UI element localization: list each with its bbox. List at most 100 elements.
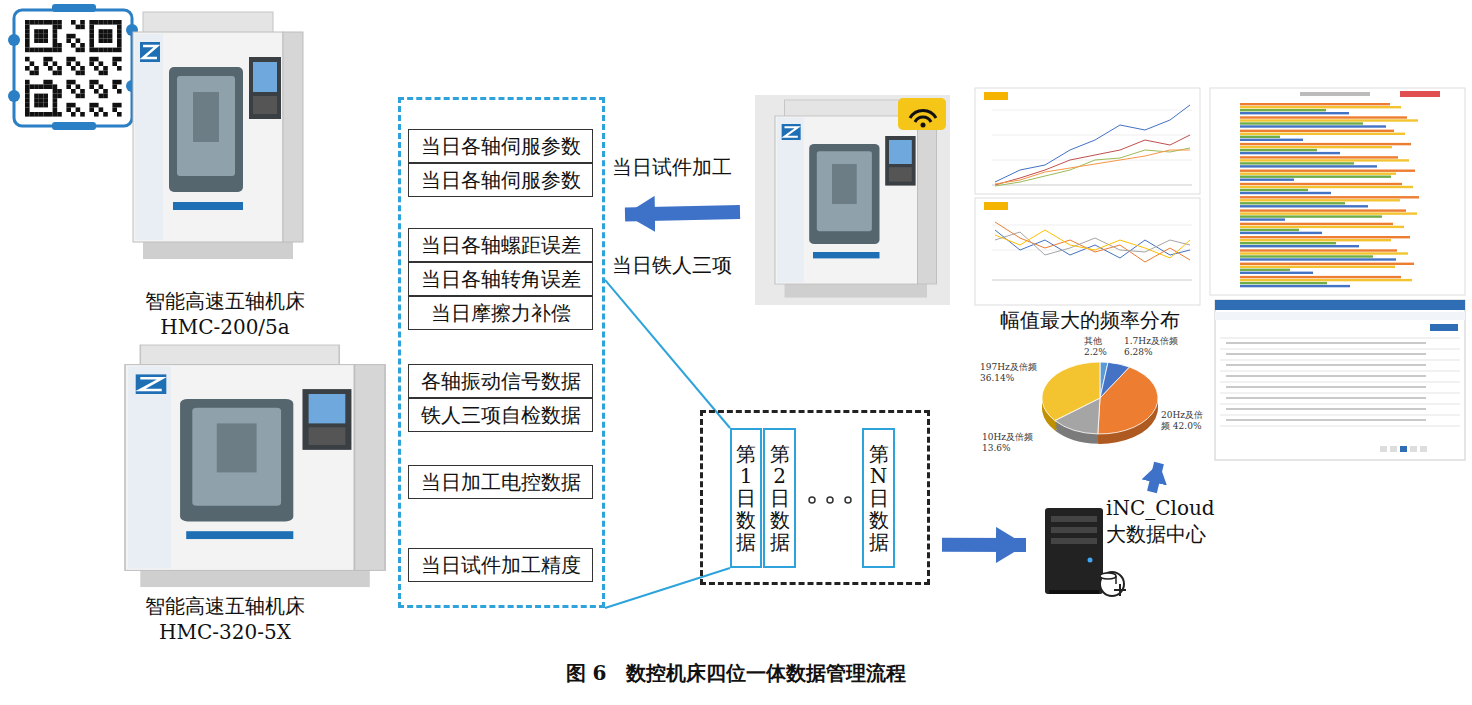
- label-slot: 1.7Hz及倍频 6.28%: [1124, 336, 1180, 358]
- data-box: 当日摩擦力补偿: [408, 296, 593, 330]
- qr-cell: [66, 80, 71, 85]
- qr-cell: [76, 107, 81, 112]
- qr-cell: [43, 57, 48, 62]
- qr-code: [8, 4, 138, 130]
- qr-cell: [99, 94, 104, 99]
- qr-cell: [30, 84, 35, 89]
- qr-cell: [34, 94, 39, 99]
- server-icon: [1088, 558, 1093, 563]
- bar: [1240, 249, 1397, 251]
- day-label: 第N日数据: [869, 443, 889, 553]
- table-cell: [1226, 364, 1426, 366]
- box-label: 当日各轴转角误差: [421, 267, 581, 291]
- line-chart: [995, 135, 1190, 185]
- table-cell: [1226, 397, 1426, 399]
- qr-cell: [43, 112, 48, 117]
- bar: [1240, 239, 1391, 241]
- qr-cell: [108, 34, 113, 39]
- qr-code: [14, 10, 132, 126]
- qr-cell: [117, 38, 122, 43]
- slice-label: 10Hz及倍频 13.6%: [982, 432, 1038, 454]
- qr-cell: [89, 29, 94, 34]
- qr-cell: [71, 80, 76, 85]
- bar: [1240, 205, 1368, 207]
- data-box: 当日各轴伺服参数: [408, 163, 593, 197]
- pie-slice: [1098, 367, 1158, 434]
- flow-label: 当日试件加工: [612, 155, 752, 179]
- data-box: 当日各轴螺距误差: [408, 228, 593, 262]
- qr-cell: [48, 80, 53, 85]
- line-chart: [992, 185, 1192, 186]
- label-slot: 其他 2.2%: [1084, 336, 1114, 358]
- machine-label: 智能高速五轴机床 HMC-320-5X: [135, 593, 315, 645]
- qr-cell: [53, 43, 58, 48]
- qr-cell: [112, 20, 117, 25]
- qr-cell: [34, 84, 39, 89]
- bar: [1240, 199, 1400, 201]
- table-row: [1220, 338, 1460, 339]
- qr-cell: [89, 20, 94, 25]
- qr-cell: [117, 20, 122, 25]
- line-chart: [984, 202, 1008, 210]
- qr-cell: [53, 112, 58, 117]
- table-screenshot: [1215, 300, 1465, 460]
- qr-cell: [117, 43, 122, 48]
- data-box: 当日试件加工精度: [408, 548, 593, 582]
- qr-cell: [39, 48, 44, 53]
- qr-cell: [99, 84, 104, 89]
- data-box: 当日各轴伺服参数: [408, 129, 593, 163]
- table-row: [1220, 371, 1460, 372]
- qr-cell: [80, 66, 85, 71]
- qr-cell: [89, 80, 94, 85]
- bar: [1240, 189, 1308, 191]
- qr-cell: [57, 20, 62, 25]
- box-label: 当日加工电控数据: [421, 470, 581, 494]
- qr-cell: [94, 80, 99, 85]
- bar: [1240, 215, 1382, 217]
- qr-cell: [94, 66, 99, 71]
- qr-cell: [89, 61, 94, 66]
- pie-slice: [1042, 362, 1100, 421]
- day-label: 第2日数据: [770, 443, 790, 553]
- qr-cell: [25, 98, 30, 103]
- pager: [1420, 446, 1427, 452]
- bar: [1240, 179, 1294, 181]
- qr-cell: [94, 48, 99, 53]
- bar: [1240, 285, 1350, 287]
- qr-cell: [89, 38, 94, 43]
- qr-cell: [99, 34, 104, 39]
- qr-cell: [34, 20, 39, 25]
- bar-chart: [1300, 92, 1370, 96]
- line-chart: [995, 232, 1190, 255]
- qr-cell: [76, 71, 81, 76]
- flow-arrow: [625, 212, 740, 215]
- qr-cell: [103, 112, 108, 117]
- qr-cell: [94, 112, 99, 117]
- box-label: 当日各轴伺服参数: [421, 134, 581, 158]
- pager: [1380, 446, 1387, 452]
- bar: [1240, 156, 1398, 158]
- qr-cell: [103, 89, 108, 94]
- qr-cell: [25, 80, 30, 85]
- qr-cell: [103, 71, 108, 76]
- qr-cell: [94, 103, 99, 108]
- server-icon: [1051, 527, 1097, 533]
- connector-layer: [605, 212, 1159, 608]
- qr-cell: [53, 25, 58, 30]
- qr-cell: [53, 29, 58, 34]
- qr-cell: [99, 38, 104, 43]
- qr-cell: [53, 71, 58, 76]
- server-icon: [1114, 584, 1126, 596]
- bar: [1240, 136, 1280, 138]
- wifi-icon: [915, 117, 931, 122]
- qr-cell: [76, 61, 81, 66]
- server-icon: [1045, 508, 1126, 596]
- qr-cell: [89, 48, 94, 53]
- table-row: [1220, 382, 1460, 383]
- slice-label: 197Hz及倍频 36.14%: [980, 362, 1038, 384]
- qr-cell: [80, 112, 85, 117]
- bar-chart: [1210, 88, 1465, 295]
- qr-cell: [43, 61, 48, 66]
- qr-cell: [99, 48, 104, 53]
- label-slot: 当日试件加工: [612, 155, 752, 179]
